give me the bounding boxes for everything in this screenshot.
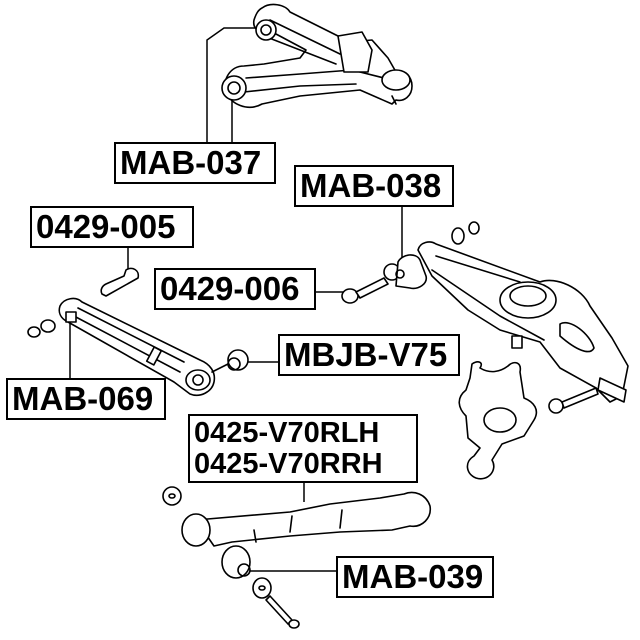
knuckle-drawing — [458, 361, 538, 480]
leader-mab-037-upper — [206, 27, 265, 148]
label-mab-037-text: MAB-037 — [120, 144, 262, 181]
label-0425-v70rlh-text: 0425-V70RLH — [194, 417, 380, 449]
label-mab-037[interactable]: MAB-037 — [114, 142, 276, 184]
label-0429-005[interactable]: 0429-005 — [30, 206, 194, 248]
label-0425-v70rrh-text: 0425-V70RRH — [194, 448, 383, 480]
label-mbjb-v75[interactable]: MBJB-V75 — [278, 334, 460, 376]
label-mab-069-text: MAB-069 — [12, 380, 154, 417]
label-mab-038-text: MAB-038 — [300, 167, 442, 204]
label-0429-005-text: 0429-005 — [36, 208, 176, 245]
label-0429-006-text: 0429-006 — [160, 270, 300, 307]
lower-arm-bolts-drawing — [341, 254, 428, 304]
label-0429-006[interactable]: 0429-006 — [154, 268, 316, 310]
label-mab-069[interactable]: MAB-069 — [6, 378, 166, 420]
label-mab-039[interactable]: MAB-039 — [336, 556, 494, 598]
upper-control-arm-drawing — [221, 3, 413, 108]
label-mbjb-v75-text: MBJB-V75 — [284, 336, 448, 373]
trailing-link-drawing — [27, 267, 249, 397]
lower-rear-arm-drawing — [417, 221, 629, 414]
label-0425-v70r[interactable]: 0425-V70RLH 0425-V70RRH — [188, 414, 418, 483]
label-mab-039-text: MAB-039 — [342, 558, 484, 595]
label-mab-038[interactable]: MAB-038 — [294, 165, 454, 207]
leader-lines — [69, 27, 403, 572]
lateral-arm-drawing — [162, 486, 432, 629]
